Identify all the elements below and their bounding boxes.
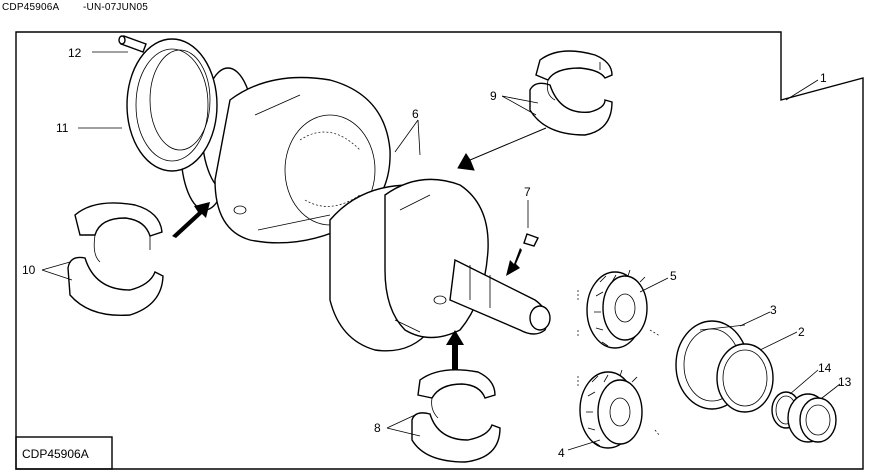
header-figure-id: CDP45906A [2, 2, 60, 13]
callout-leaders [41, 51, 841, 451]
header-date-code: -UN-07JUN05 [83, 2, 148, 13]
assembly-arrows [172, 127, 547, 370]
rear-oil-seal [126, 38, 218, 172]
callout-4: 4 [558, 446, 565, 460]
callout-13: 13 [838, 375, 852, 389]
crankshaft-gear-upper [577, 269, 661, 349]
crankshaft-gear-lower [577, 369, 661, 449]
callout-2: 2 [798, 325, 805, 339]
spacer [787, 393, 837, 443]
crankshaft [180, 67, 551, 352]
callout-5: 5 [670, 269, 677, 283]
callout-7: 7 [524, 185, 531, 199]
woodruff-key [523, 233, 539, 247]
main-bearing-set-upper [529, 50, 613, 136]
footer-box [15, 436, 113, 470]
main-bearing-set-left [67, 202, 164, 317]
front-oil-seal [716, 343, 774, 413]
callout-11: 11 [56, 121, 69, 135]
callout-10: 10 [22, 263, 36, 277]
main-bearing-set-lower [411, 369, 501, 463]
callout-3: 3 [770, 303, 777, 317]
callout-1: 1 [820, 71, 827, 85]
callout-12: 12 [68, 46, 82, 60]
callout-14: 14 [818, 361, 832, 375]
callout-8: 8 [374, 421, 381, 435]
callout-labels: 1 2 3 4 5 6 7 8 9 10 11 12 13 14 [22, 46, 852, 460]
callout-9: 9 [490, 89, 497, 103]
footer-figure-id: CDP45906A [22, 447, 89, 461]
callout-6: 6 [412, 107, 419, 121]
frame-callout-leader [785, 79, 819, 101]
dowel-pin [118, 35, 147, 53]
